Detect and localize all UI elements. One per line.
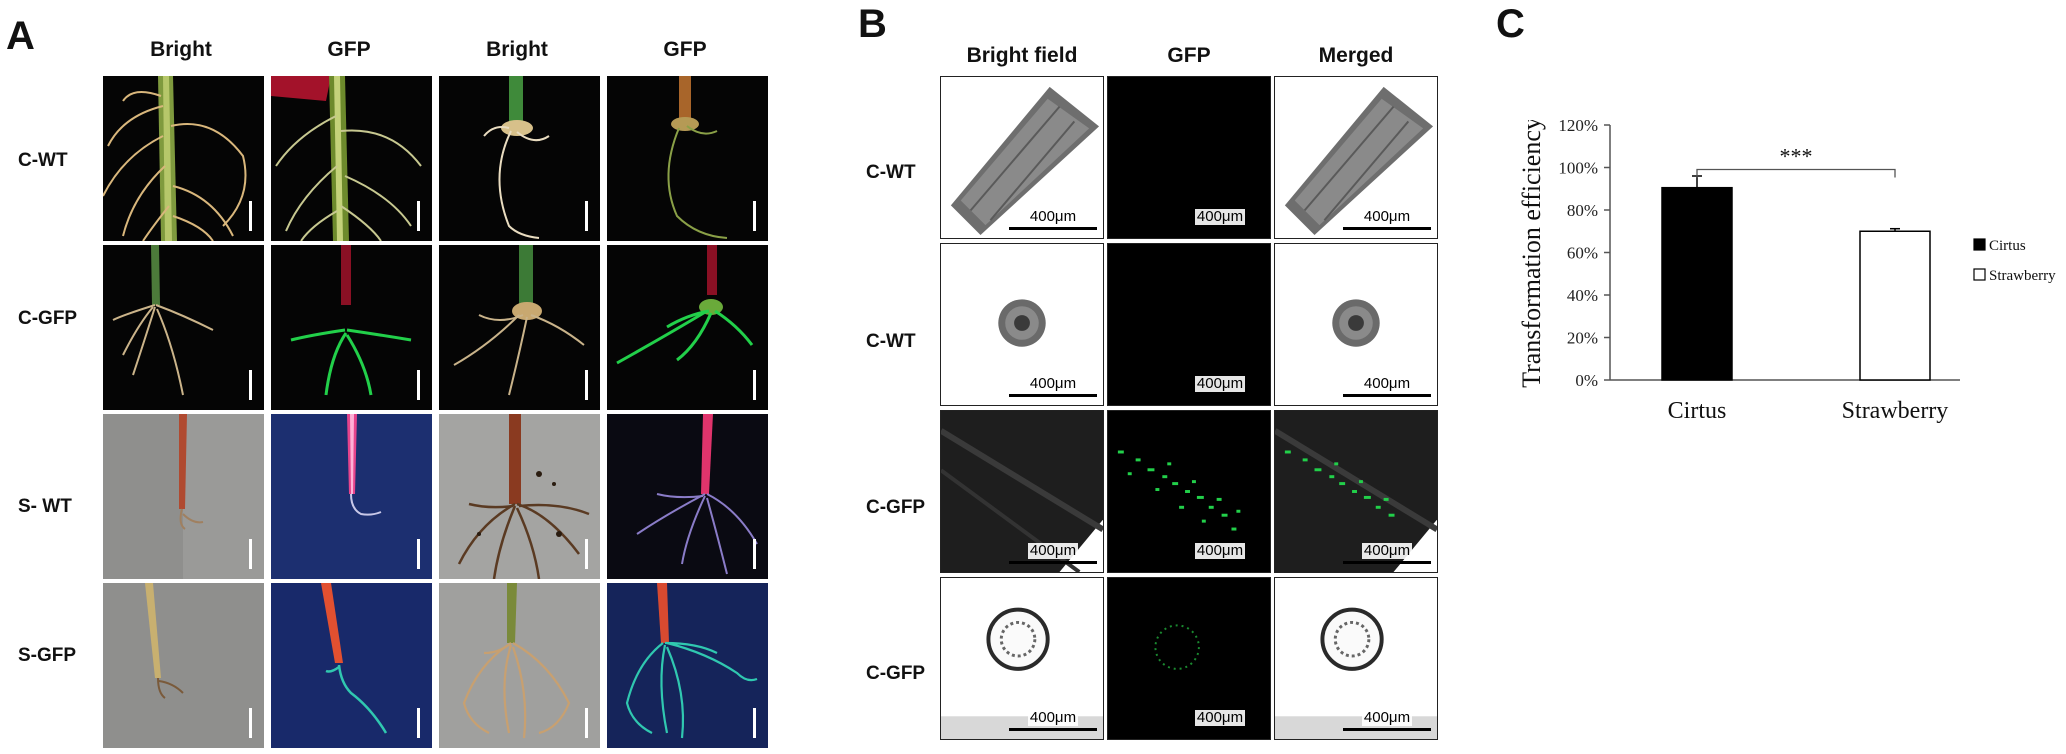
scale-bar [585, 370, 588, 400]
micrograph-c-wt-cross-merged: 400μm [1274, 243, 1438, 406]
legend-label-cirtus: Cirtus [1989, 238, 2026, 254]
y-tick-label: 60% [1567, 244, 1598, 263]
scale-bar [585, 539, 588, 569]
photo-c-wt-gfp-plant [607, 76, 768, 241]
scale-bar [417, 708, 420, 738]
photo-s-wt-bright-cutting [103, 414, 264, 579]
panel-a-col-header-3: Bright [486, 38, 548, 61]
x-tick-label: Strawberry [1842, 398, 1949, 424]
scale-bar: 400μm [1343, 208, 1431, 230]
scale-bar: 400μm [1176, 208, 1264, 230]
photo-c-gfp-bright-cutting [103, 245, 264, 410]
micrograph-c-wt-longitudinal-bright: 400μm [940, 76, 1104, 239]
scale-bar [753, 708, 756, 738]
significance-marker: *** [1780, 144, 1813, 169]
photo-s-wt-gfp-plant [607, 414, 768, 579]
scale-bar [753, 539, 756, 569]
bar-cirtus [1661, 186, 1733, 381]
bar-strawberry [1859, 230, 1931, 381]
panel-a-row-label-2: C-GFP [18, 308, 78, 329]
panel-a-row-label-1: C-WT [18, 150, 68, 171]
micrograph-c-gfp-cross-merged: 400μm [1274, 577, 1438, 740]
significance-bracket [1696, 168, 1896, 178]
panel-a-col-header-4: GFP [663, 38, 707, 61]
scale-bar [249, 370, 252, 400]
panel-b-col-header-3: Merged [1318, 44, 1394, 67]
micrograph-c-gfp-cross-bright: 400μm [940, 577, 1104, 740]
micrograph-c-wt-cross-gfp: 400μm [1107, 243, 1271, 406]
panel-a-col-header-2: GFP [327, 38, 371, 61]
photo-c-gfp-gfp-plant [607, 245, 768, 410]
scale-bar: 400μm [1176, 375, 1264, 397]
scale-bar: 400μm [1343, 709, 1431, 731]
photo-c-wt-bright-cutting [103, 76, 264, 241]
scale-bar: 400μm [1009, 542, 1097, 564]
panel-b-row-label-3: C-GFP [866, 497, 926, 518]
scale-bar: 400μm [1343, 375, 1431, 397]
transformation-efficiency-chart: 0% 20% 40% 60% 80% 100% 120% Transformation eff… [1517, 120, 2056, 424]
y-tick-label: 100% [1558, 159, 1598, 178]
x-tick-label: Cirtus [1668, 398, 1727, 424]
scale-bar: 400μm [1176, 709, 1264, 731]
scale-bar: 400μm [1343, 542, 1431, 564]
panel-b-row-label-1: C-WT [866, 162, 916, 183]
scale-bar [249, 708, 252, 738]
legend-label-strawberry: Strawberry [1989, 268, 2056, 284]
y-axis-label: Transformation efficiency [1517, 120, 1546, 388]
scale-bar [753, 370, 756, 400]
panel-b-row-label-2: C-WT [866, 331, 916, 352]
panel-a-row-label-4: S-GFP [18, 645, 77, 666]
micrograph-c-wt-longitudinal-merged: 400μm [1274, 76, 1438, 239]
y-tick-label: 80% [1567, 201, 1598, 220]
micrograph-c-wt-longitudinal-gfp: 400μm [1107, 76, 1271, 239]
y-tick-label: 0% [1575, 371, 1598, 390]
scale-bar [417, 201, 420, 231]
scale-bar [417, 539, 420, 569]
micrograph-c-gfp-longitudinal-merged: 400μm [1274, 410, 1438, 573]
scale-bar [585, 708, 588, 738]
photo-c-wt-bright-plant [439, 76, 600, 241]
photo-s-wt-gfp-cutting [271, 414, 432, 579]
scale-bar [753, 201, 756, 231]
panel-b-col-header-1: Bright field [966, 44, 1078, 67]
scale-bar: 400μm [1176, 542, 1264, 564]
scale-bar [249, 201, 252, 231]
photo-s-gfp-gfp-plant [607, 583, 768, 748]
y-tick-label: 120% [1558, 120, 1598, 135]
photo-c-gfp-gfp-cutting [271, 245, 432, 410]
photo-s-wt-bright-plant [439, 414, 600, 579]
panel-c-letter: C [1496, 2, 1525, 46]
y-tick-label: 40% [1567, 286, 1598, 305]
scale-bar [249, 539, 252, 569]
legend-swatch-cirtus [1973, 238, 1986, 251]
micrograph-c-wt-cross-bright: 400μm [940, 243, 1104, 406]
panel-b-row-label-4: C-GFP [866, 663, 926, 684]
panel-b-letter: B [858, 2, 887, 46]
scale-bar [585, 201, 588, 231]
panel-b-col-header-2: GFP [1167, 44, 1211, 67]
photo-s-gfp-bright-cutting [103, 583, 264, 748]
photo-c-gfp-bright-plant [439, 245, 600, 410]
scale-bar: 400μm [1009, 375, 1097, 397]
photo-s-gfp-bright-plant [439, 583, 600, 748]
legend-swatch-strawberry [1973, 268, 1986, 281]
photo-c-wt-gfp-cutting [271, 76, 432, 241]
micrograph-c-gfp-longitudinal-bright: 400μm [940, 410, 1104, 573]
panel-a-row-label-3: S- WT [18, 496, 72, 517]
micrograph-c-gfp-cross-gfp: 400μm [1107, 577, 1271, 740]
scale-bar [417, 370, 420, 400]
y-tick-label: 20% [1567, 329, 1598, 348]
scale-bar: 400μm [1009, 709, 1097, 731]
micrograph-c-gfp-longitudinal-gfp: 400μm [1107, 410, 1271, 573]
panel-a-col-header-1: Bright [150, 38, 212, 61]
scale-bar: 400μm [1009, 208, 1097, 230]
panel-a-letter: A [6, 14, 35, 58]
photo-s-gfp-gfp-cutting [271, 583, 432, 748]
